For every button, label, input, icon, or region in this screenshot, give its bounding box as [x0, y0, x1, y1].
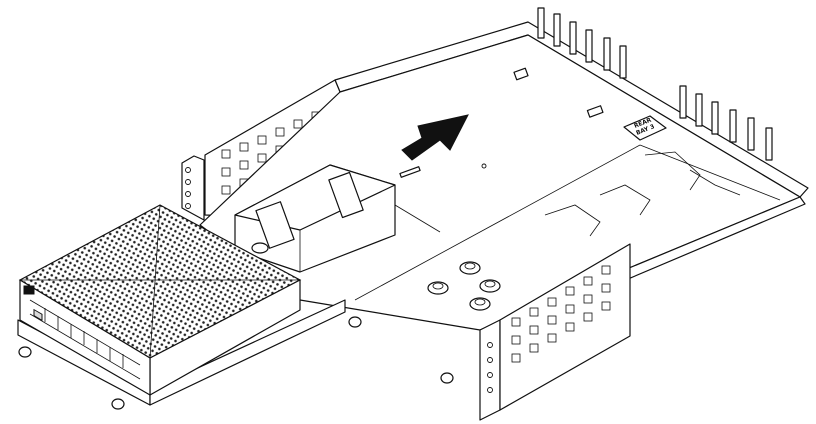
- cable-clips: [544, 151, 741, 237]
- standoffs: [427, 261, 501, 311]
- insertion-arrow: [399, 114, 469, 178]
- switch-chassis: [17, 204, 454, 410]
- rear-tabs: [537, 7, 773, 161]
- thumbscrews: [18, 316, 454, 410]
- right-rack-ear: [479, 243, 631, 421]
- front-panel-ports: [23, 285, 141, 380]
- left-rack-ear: [181, 155, 205, 221]
- power-supply-module: [234, 164, 441, 273]
